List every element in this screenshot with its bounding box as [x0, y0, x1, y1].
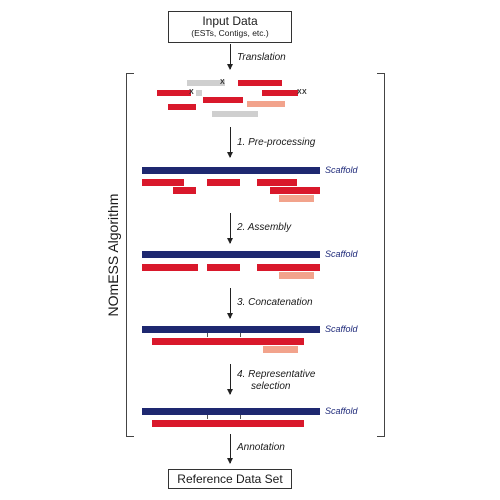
translated-fragment [262, 90, 298, 96]
overlap-fragment [247, 101, 285, 107]
fragment-bar [270, 187, 320, 194]
scaffold-bar [142, 326, 320, 333]
overlap-fragment [279, 195, 314, 202]
arrow-concatenation [227, 288, 233, 319]
concatenated-bar [152, 338, 304, 345]
step-translation-label: Translation [237, 52, 286, 63]
translated-fragment [238, 80, 282, 86]
translated-fragment [203, 97, 243, 103]
input-data-box: Input Data (ESTs, Contigs, etc.) [168, 11, 292, 43]
scaffold-bar [142, 251, 320, 258]
scaffold-bar [142, 167, 320, 174]
junction-tick [207, 333, 208, 337]
discarded-fragment [187, 80, 225, 86]
scaffold-label: Scaffold [325, 406, 358, 416]
algorithm-label: NOmESS Algorithm [105, 193, 121, 317]
input-data-title: Input Data [202, 14, 258, 28]
reference-data-set-title: Reference Data Set [177, 472, 283, 486]
fragment-bar [142, 179, 184, 186]
overlap-fragment [279, 272, 314, 279]
discarded-fragment [212, 111, 258, 117]
algorithm-bracket-right [377, 73, 385, 437]
scaffold-bar [142, 408, 320, 415]
step-representative-label: 4. Representative [237, 369, 316, 380]
fragment-bar [207, 179, 240, 186]
stop-codon-mark: X [189, 89, 194, 96]
fragment-bar [142, 264, 198, 271]
stop-codon-mark: X [220, 79, 225, 86]
arrow-annotation [227, 434, 233, 464]
fragment-bar [257, 264, 320, 271]
arrow-preprocessing [227, 127, 233, 158]
translated-fragment [168, 104, 196, 110]
algorithm-bracket-left [126, 73, 134, 437]
fragment-bar [257, 179, 297, 186]
step-representative-label-line2: selection [251, 381, 291, 392]
discarded-fragment [196, 90, 202, 96]
step-annotation-label: Annotation [237, 442, 285, 453]
stop-codon-mark: X [297, 89, 302, 96]
step-concatenation-label: 3. Concatenation [237, 297, 313, 308]
translated-fragment [157, 90, 191, 96]
junction-tick [240, 333, 241, 337]
representative-bar [152, 420, 304, 427]
scaffold-label: Scaffold [325, 165, 358, 175]
junction-tick [207, 415, 208, 419]
arrow-representative [227, 364, 233, 395]
scaffold-label: Scaffold [325, 249, 358, 259]
arrow-translation [227, 44, 233, 70]
scaffold-label: Scaffold [325, 324, 358, 334]
stop-codon-mark: X [302, 89, 307, 96]
overlap-fragment [263, 346, 298, 353]
step-assembly-label: 2. Assembly [237, 222, 292, 233]
reference-data-set-box: Reference Data Set [168, 469, 292, 489]
junction-tick [240, 415, 241, 419]
step-preprocessing-label: 1. Pre-processing [237, 137, 316, 148]
fragment-bar [173, 187, 196, 194]
arrow-assembly [227, 213, 233, 244]
input-data-subtitle: (ESTs, Contigs, etc.) [191, 28, 269, 38]
fragment-bar [207, 264, 240, 271]
